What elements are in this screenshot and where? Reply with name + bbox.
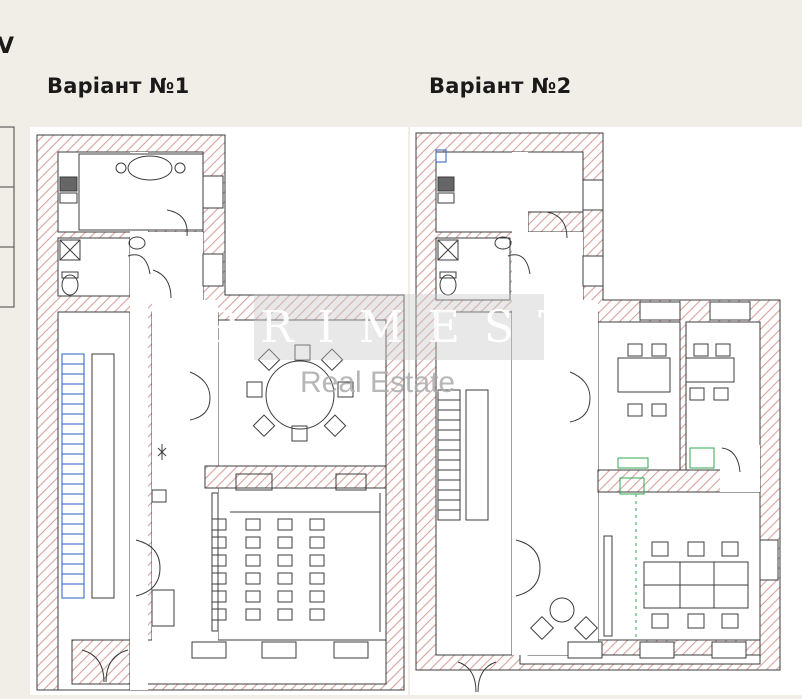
watermark-subtitle: Real Estate — [300, 366, 456, 399]
plan1-kitchen — [59, 153, 204, 231]
plan2-windows — [567, 179, 779, 659]
page-edge-glyph: V — [0, 34, 15, 59]
plan2-staircase — [437, 389, 489, 521]
plan1-classroom — [151, 473, 381, 632]
plan2-office-desks — [617, 343, 735, 640]
plan2-bathroom — [437, 211, 568, 296]
plan-variant-1 — [30, 127, 408, 695]
plan2-kitchen — [435, 149, 455, 204]
watermark-brand: PRIMEST — [207, 294, 567, 360]
plan-variant-2 — [410, 127, 802, 695]
variant-2-title: Варіант №2 — [429, 74, 572, 98]
plan1-staircase — [61, 353, 115, 599]
plan1-doors — [81, 209, 211, 683]
variant-1-title: Варіант №1 — [47, 74, 190, 98]
plan2-workstations — [529, 535, 749, 641]
left-edge-table — [0, 126, 15, 308]
plan1-windows — [191, 175, 369, 659]
plan1-meeting-room — [246, 344, 354, 442]
plan1-bathroom — [59, 236, 151, 296]
plan2-doors — [457, 371, 741, 693]
